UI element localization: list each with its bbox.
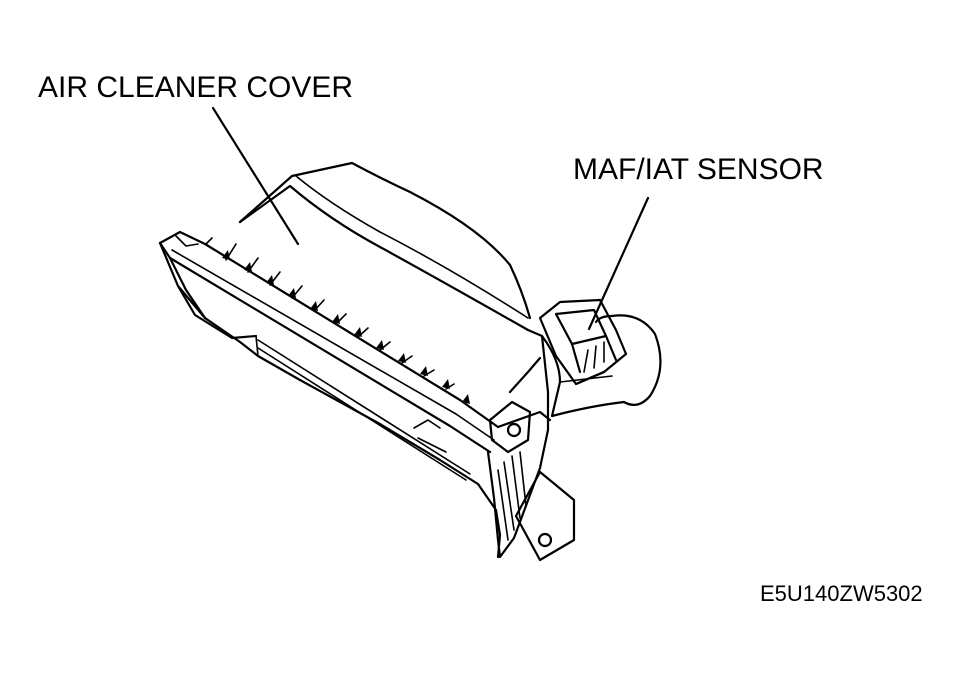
cover-leader-line: [211, 106, 300, 246]
maf-iat-sensor-label: MAF/IAT SENSOR: [573, 153, 824, 186]
sensor-leader-line: [587, 196, 650, 331]
figure-code: E5U140ZW5302: [760, 581, 923, 606]
air-cleaner-cover: [158, 161, 576, 562]
air-cleaner-cover-label: AIR CLEANER COVER: [38, 71, 354, 104]
maf-iat-sensor: [538, 298, 662, 418]
flange-clips: [222, 243, 470, 404]
